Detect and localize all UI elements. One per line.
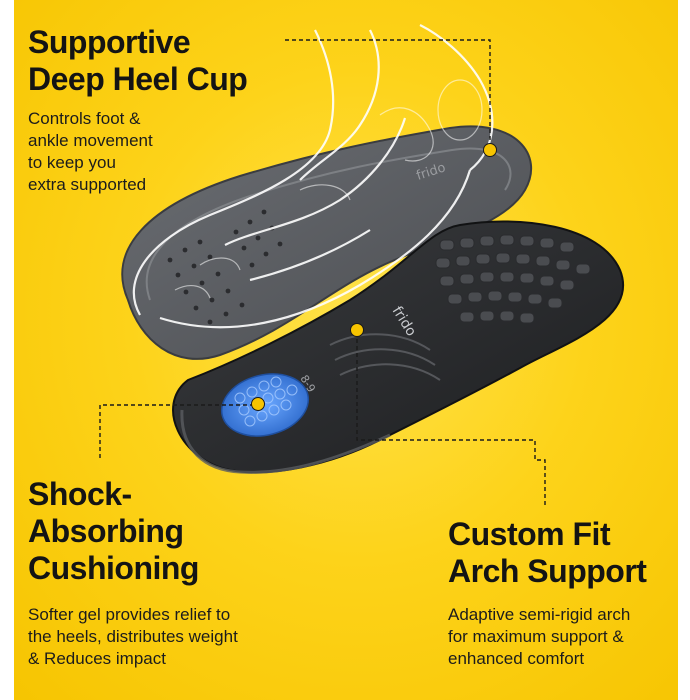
body-line: to keep you	[28, 153, 116, 172]
callout-markers	[251, 143, 497, 411]
heading-line: Deep Heel Cup	[28, 61, 248, 97]
body-line: extra supported	[28, 175, 147, 194]
bottom-insole-edge	[180, 409, 391, 474]
heading-line: Arch Support	[448, 553, 647, 589]
marker-cushioning	[251, 397, 265, 411]
heading-line: Custom Fit	[448, 516, 611, 552]
ventilation-holes	[167, 209, 283, 325]
feature-cushioning-body: Softer gel provides relief to the heels,…	[28, 604, 238, 670]
body-line: Softer gel provides relief to	[28, 605, 231, 624]
top-insole-rim	[145, 147, 512, 301]
top-insole-body	[121, 125, 533, 360]
callout-lines	[99, 39, 546, 505]
feature-cushioning-heading: Shock- Absorbing Cushioning	[28, 476, 199, 587]
heading-line: Shock-	[28, 476, 132, 512]
forefoot-pods	[435, 234, 591, 324]
body-line: ankle movement	[28, 131, 153, 150]
bottom-insole: frido 8-9	[172, 220, 624, 474]
feature-heel-cup-heading: Supportive Deep Heel Cup	[28, 24, 248, 98]
heading-line: Absorbing	[28, 513, 184, 549]
heading-line: Cushioning	[28, 550, 199, 586]
body-line: the heels, distributes weight	[28, 627, 238, 646]
right-border	[678, 0, 690, 700]
feature-arch-body: Adaptive semi-rigid arch for maximum sup…	[448, 604, 630, 670]
foot-bones	[174, 79, 483, 299]
marker-arch	[350, 323, 364, 337]
body-line: Adaptive semi-rigid arch	[448, 605, 631, 624]
left-border	[0, 0, 14, 700]
marker-heel-cup	[483, 143, 497, 157]
callout-line-arch	[356, 330, 546, 505]
body-line: for maximum support &	[448, 627, 624, 646]
feature-heel-cup-body: Controls foot & ankle movement to keep y…	[28, 108, 153, 196]
callout-line-cushioning	[99, 404, 255, 458]
feature-arch-heading: Custom Fit Arch Support	[448, 516, 647, 590]
heading-line: Supportive	[28, 24, 191, 60]
body-line: Controls foot &	[28, 109, 141, 128]
body-line: & Reduces impact	[28, 649, 166, 668]
callout-line-heel-cup	[285, 39, 491, 148]
arch-ridges	[329, 333, 441, 381]
top-insole: frido	[121, 24, 533, 360]
body-line: enhanced comfort	[448, 649, 585, 668]
